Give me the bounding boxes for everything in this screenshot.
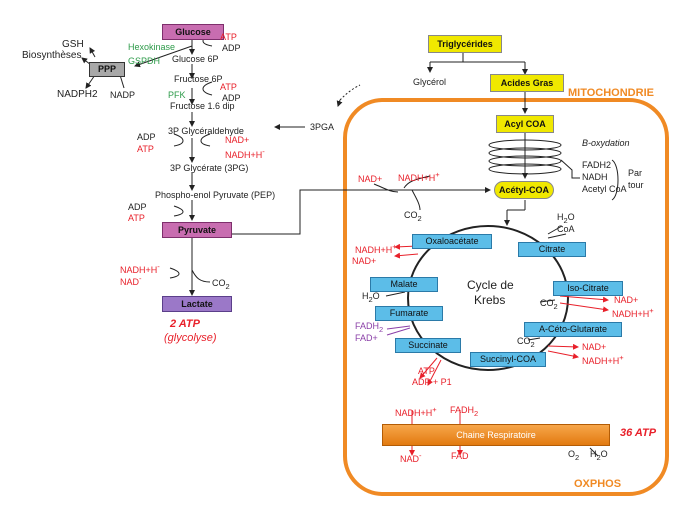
citrate-node: Citrate bbox=[518, 242, 586, 257]
co2-label: CO2 bbox=[212, 278, 230, 291]
nad-label: NAD- bbox=[120, 274, 142, 287]
co2-label: CO2 bbox=[404, 210, 422, 223]
o2-label: O2 bbox=[568, 449, 580, 462]
nad-label: NAD+ bbox=[358, 174, 383, 184]
h2o-label: H2O bbox=[362, 291, 380, 304]
atp-label: ATP bbox=[137, 144, 154, 154]
nadh-label: NADH+H+ bbox=[612, 306, 654, 319]
nad-label: NAD- bbox=[400, 451, 422, 464]
nadh-label: NADH+H+ bbox=[582, 353, 624, 366]
nadh-label: NADH+H+ bbox=[395, 405, 437, 418]
adp-label: ADP bbox=[137, 132, 156, 142]
atp-label: ATP bbox=[220, 82, 237, 92]
atp-label: ATP bbox=[220, 32, 237, 42]
oxaloacetate-node: Oxaloacétate bbox=[412, 234, 492, 249]
nad-label: NAD+ bbox=[225, 135, 250, 145]
ppp-node: PPP bbox=[89, 62, 125, 77]
h2o-label: H2O bbox=[590, 449, 608, 462]
cycle-de-label: Cycle de bbox=[467, 278, 514, 292]
3pga-label: 3PGA bbox=[310, 122, 335, 132]
atp-total-label: 2 ATP bbox=[170, 318, 200, 330]
nadh-label: NADH bbox=[582, 172, 608, 182]
triglycerides-node: Triglycérides bbox=[428, 35, 502, 53]
nad-label: NAD+ bbox=[582, 342, 607, 352]
glucose-6p-label: Glucose 6P bbox=[172, 54, 219, 64]
adp-label: ADP + P1 bbox=[412, 377, 452, 387]
hexokinase-label: Hexokinase bbox=[128, 42, 176, 52]
nadp-label: NADP bbox=[110, 90, 136, 100]
nadh-label: NADH+H+ bbox=[355, 242, 397, 255]
oxphos-title: OXPHOS bbox=[574, 478, 622, 490]
fad-label: FAD+ bbox=[355, 333, 378, 343]
co2-label: CO2 bbox=[517, 336, 535, 349]
adp-label: ADP bbox=[128, 202, 147, 212]
fadh2-label: FADH2 bbox=[582, 160, 612, 170]
iso-citrate-node: Iso-Citrate bbox=[553, 281, 623, 296]
pfk-label: PFK bbox=[168, 90, 186, 100]
fructose-16-label: Fructose 1.6 dip bbox=[170, 101, 235, 111]
succinyl-coa-node: Succinyl-COA bbox=[470, 352, 546, 367]
par-label: Par bbox=[628, 168, 643, 178]
adp-label: ADP bbox=[222, 43, 241, 53]
a-ceto-glutarate-node: A-Céto-Glutarate bbox=[524, 322, 622, 337]
acyl-coa-node: Acyl COA bbox=[496, 115, 554, 133]
tour-label: tour bbox=[628, 180, 644, 190]
mitochondrie-title: MITOCHONDRIE bbox=[568, 87, 654, 99]
fadh2-label: FADH2 bbox=[450, 405, 479, 418]
acetyl-coa-text: Acetyl CoA bbox=[582, 184, 627, 194]
co2-label: CO2 bbox=[540, 298, 558, 311]
nadh-label: NADH+H+ bbox=[398, 170, 440, 183]
coa-label: CoA bbox=[557, 224, 575, 234]
acetyl-coa-node: Acétyl-COA bbox=[494, 181, 554, 199]
b-oxydation-label: B-oxydation bbox=[582, 138, 630, 148]
glucose-node: Glucose bbox=[162, 24, 224, 40]
acides-gras-node: Acides Gras bbox=[490, 74, 564, 92]
fadh2-label: FADH2 bbox=[355, 321, 384, 334]
nadph2-label: NADPH2 bbox=[57, 89, 98, 100]
malate-node: Malate bbox=[370, 277, 438, 292]
atp36-label: 36 ATP bbox=[620, 427, 657, 439]
pyruvate-node: Pyruvate bbox=[162, 222, 232, 238]
nad-label: NAD+ bbox=[352, 256, 377, 266]
fad-label: FAD bbox=[451, 451, 469, 461]
pep-label: Phospho-enol Pyruvate (PEP) bbox=[155, 190, 276, 200]
fumarate-node: Fumarate bbox=[375, 306, 443, 321]
glycerate-label: 3P Glycérate (3PG) bbox=[170, 163, 249, 173]
nadh-label: NADH+H- bbox=[120, 262, 160, 275]
atp-label: ATP bbox=[418, 366, 435, 376]
krebs-label: Krebs bbox=[474, 293, 506, 307]
lactate-node: Lactate bbox=[162, 296, 232, 312]
atp-label: ATP bbox=[128, 213, 145, 223]
h2o-label: H2O bbox=[557, 212, 575, 225]
gsh-label: GSH bbox=[62, 39, 84, 50]
glycolyse-label: (glycolyse) bbox=[164, 332, 217, 344]
fructose-6p-label: Fructose 6P bbox=[174, 74, 223, 84]
nad-label: NAD+ bbox=[614, 295, 639, 305]
nadh-label: NADH+H- bbox=[225, 147, 265, 160]
glyceraldehyde-label: 3P Glycéraldehyde bbox=[168, 126, 244, 136]
adp-label: ADP bbox=[222, 93, 241, 103]
succinate-node: Succinate bbox=[395, 338, 461, 353]
gspdh-label: GSPDH bbox=[128, 56, 161, 66]
chaine-respiratoire-bar: Chaine Respiratoire bbox=[382, 424, 610, 446]
glycerol-label: Glycérol bbox=[413, 77, 447, 87]
biosyntheses-label: Biosynthèses bbox=[22, 50, 82, 61]
mitochondrion-membrane bbox=[343, 98, 669, 496]
